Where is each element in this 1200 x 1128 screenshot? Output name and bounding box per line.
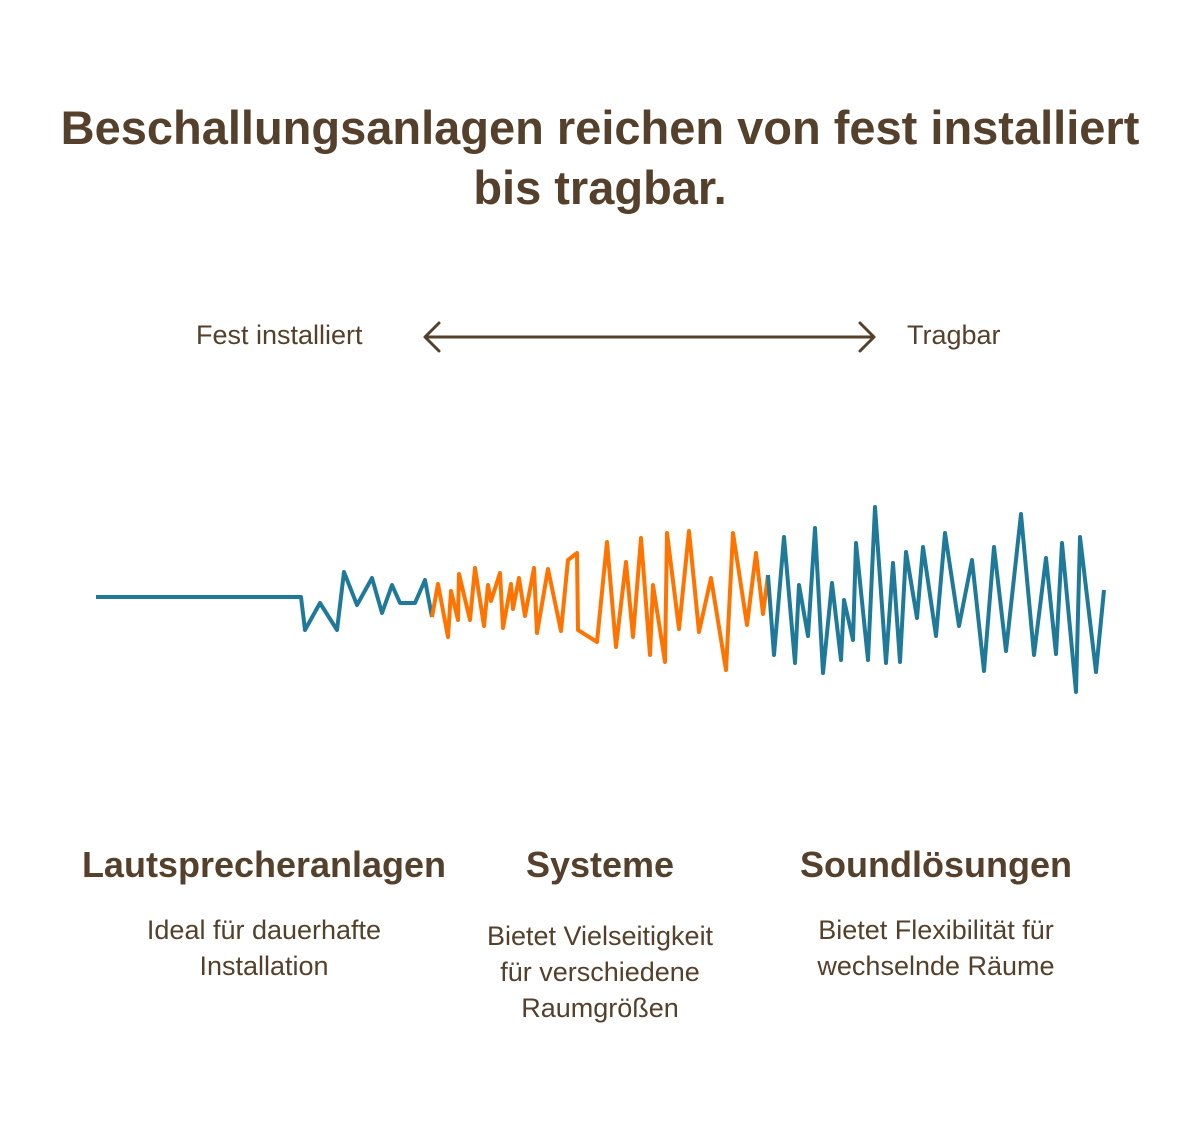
column-lautsprecheranlagen: Lautsprecheranlagen Ideal für dauerhafte… bbox=[64, 840, 464, 984]
column-heading: Soundlösungen bbox=[800, 844, 1072, 885]
double-arrow-icon bbox=[423, 321, 876, 353]
waveform-systems-segment bbox=[430, 529, 770, 672]
axis-right-label: Tragbar bbox=[907, 320, 1001, 350]
column-description: Ideal für dauerhafte Installation bbox=[146, 915, 382, 981]
column-description: Bietet Vielseitigkeit für verschiedene R… bbox=[486, 921, 714, 1023]
axis-left-label: Fest installiert bbox=[196, 320, 363, 350]
waveform-fixed-segment bbox=[96, 570, 434, 632]
waveform-portable-segment bbox=[766, 505, 1106, 694]
column-heading: Lautsprecheranlagen bbox=[81, 844, 447, 885]
column-description: Bietet Flexibilität für wechselnde Räume bbox=[817, 915, 1055, 981]
column-systeme: Systeme Bietet Vielseitigkeit für versch… bbox=[400, 840, 800, 1026]
column-heading: Systeme bbox=[525, 844, 675, 885]
page-title: Beschallungsanlagen reichen von fest ins… bbox=[60, 101, 1140, 214]
column-soundloesungen: Soundlösungen Bietet Flexibilität für we… bbox=[736, 840, 1136, 984]
